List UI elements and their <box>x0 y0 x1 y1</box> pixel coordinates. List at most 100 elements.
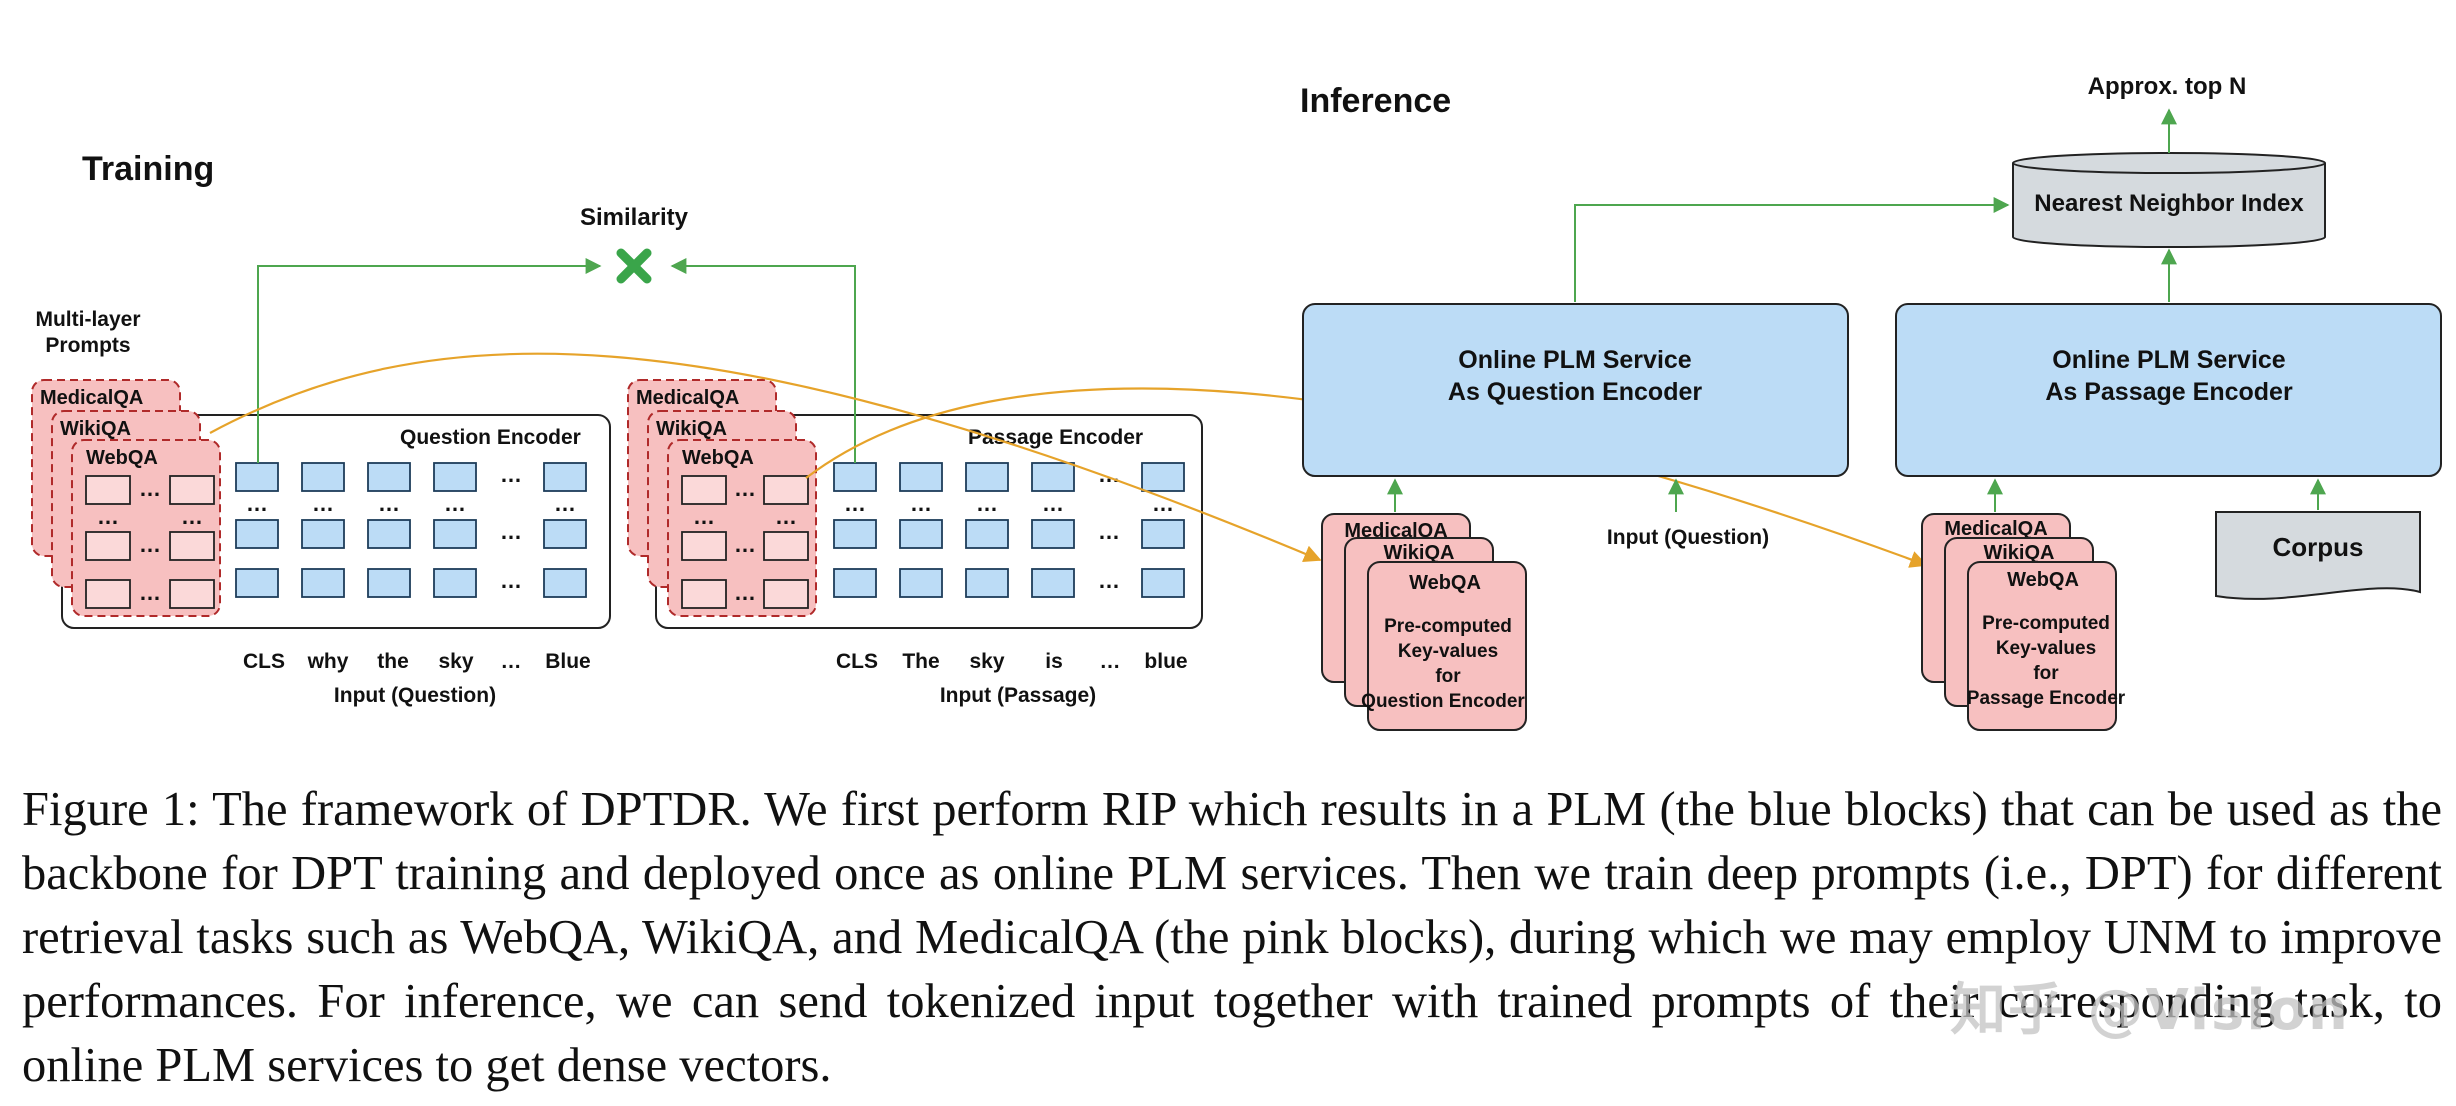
plm-cell <box>235 519 279 549</box>
prompt-cell <box>85 475 131 505</box>
plm-cell <box>1031 462 1075 492</box>
plm-cell <box>235 462 279 492</box>
prompt-label-wikiqa: WikiQA <box>656 418 727 440</box>
input-question-label: Input (Question) <box>1607 526 1769 549</box>
plm-cell <box>965 519 1009 549</box>
figure-caption: Figure 1: The framework of DPTDR. We fir… <box>22 783 2442 1092</box>
plm-cell <box>301 519 345 549</box>
ellipsis-mark: … <box>500 462 522 487</box>
plm-cell <box>965 462 1009 492</box>
passage-token: sky <box>969 650 1004 673</box>
similarity-cross-icon <box>616 248 652 284</box>
ellipsis-mark: … <box>976 491 998 516</box>
passage-token: blue <box>1144 650 1187 673</box>
prompt-label-wikiqa: WikiQA <box>60 418 131 440</box>
prompt-cell <box>763 579 809 609</box>
ellipsis-mark: … <box>1042 491 1064 516</box>
plm-cell <box>1031 568 1075 598</box>
plm-cell <box>301 462 345 492</box>
ellipsis-mark: … <box>1098 519 1120 544</box>
question-service-line-2: As Question Encoder <box>1448 378 1702 406</box>
ellipsis-mark: … <box>500 519 522 544</box>
prompt-cell <box>763 531 809 561</box>
plm-cell <box>543 462 587 492</box>
prompt-label-medicalqa: MedicalQA <box>1944 518 2047 540</box>
prompt-cell <box>169 579 215 609</box>
ellipsis-mark: … <box>139 580 161 605</box>
passage-token: … <box>1100 650 1121 673</box>
ellipsis-mark: … <box>734 476 756 501</box>
plm-cell <box>433 568 477 598</box>
precomputed-line: Passage Encoder <box>1967 688 2126 709</box>
prompt-cell <box>681 579 727 609</box>
ellipsis-mark: … <box>246 491 268 516</box>
ellipsis-mark: … <box>139 532 161 557</box>
passage-to-similarity-arrow <box>670 258 856 463</box>
ellipsis-mark: … <box>734 532 756 557</box>
training-title: Training <box>82 150 214 188</box>
ellipsis-mark: … <box>1098 462 1120 487</box>
ellipsis-mark: … <box>693 504 715 529</box>
multi-layer-prompts-label-2: Prompts <box>45 334 130 357</box>
prompt-label-webqa: WebQA <box>2007 569 2079 591</box>
passage-prompt-stack: MedicalQA WikiQA WebQA … … … … … <box>627 379 817 617</box>
prompt-label-webqa: WebQA <box>86 447 158 469</box>
ellipsis-mark: … <box>1152 491 1174 516</box>
nn-index-label: Nearest Neighbor Index <box>2034 190 2304 217</box>
plm-cell <box>965 568 1009 598</box>
prompt-card-webqa <box>1967 561 2117 731</box>
similarity-label: Similarity <box>580 204 689 231</box>
plm-cell <box>543 519 587 549</box>
prompt-label-wikiqa: WikiQA <box>1384 542 1455 564</box>
question-service-to-index-arrow <box>1574 197 2010 302</box>
plm-cell <box>235 568 279 598</box>
ellipsis-mark: … <box>734 580 756 605</box>
plm-cell <box>833 519 877 549</box>
question-precomputed-stack: MedicalQA WikiQA WebQA Pre-computed Key-… <box>1321 478 1527 731</box>
question-token: Blue <box>545 650 591 673</box>
ellipsis-mark: … <box>554 491 576 516</box>
prompt-label-medicalqa: MedicalQA <box>1344 520 1447 542</box>
ellipsis-mark: … <box>312 491 334 516</box>
question-encoder-label: Question Encoder <box>400 426 581 449</box>
plm-cell <box>1141 519 1185 549</box>
passage-prompt-transfer-curve <box>805 387 1928 568</box>
question-prompt-stack: MedicalQA WikiQA WebQA … … … … … <box>31 379 221 617</box>
plm-cell <box>433 519 477 549</box>
passage-token: CLS <box>836 650 878 673</box>
question-encoder-service <box>1302 303 1849 477</box>
plm-cell <box>433 462 477 492</box>
multi-layer-prompts-label-1: Multi-layer <box>35 308 140 331</box>
ellipsis-mark: … <box>139 476 161 501</box>
passage-service-line-1: Online PLM Service <box>2052 346 2286 374</box>
dptdr-framework-diagram: Training Multi-layer Prompts Question En… <box>31 73 2442 731</box>
precomputed-line: Key-values <box>1398 641 1498 662</box>
question-token: … <box>501 650 522 673</box>
precomputed-line: for <box>2033 663 2059 684</box>
zhihu-watermark: 知乎 @Vision <box>1950 978 2350 1043</box>
inference-title: Inference <box>1300 82 1451 120</box>
passage-plm-grid <box>833 462 1185 598</box>
plm-cell <box>1031 519 1075 549</box>
passage-encoder-service <box>1895 303 2442 477</box>
passage-token: The <box>902 650 939 673</box>
corpus-document-icon <box>2215 511 2421 600</box>
plm-cell <box>1141 462 1185 492</box>
prompt-label-medicalqa: MedicalQA <box>636 387 739 409</box>
question-token: CLS <box>243 650 285 673</box>
prompt-cell <box>169 531 215 561</box>
prompt-label-wikiqa: WikiQA <box>1984 542 2055 564</box>
precomputed-line: for <box>1435 666 1461 687</box>
plm-cell <box>833 568 877 598</box>
ellipsis-mark: … <box>910 491 932 516</box>
question-service-line-1: Online PLM Service <box>1458 346 1692 374</box>
plm-cell <box>367 462 411 492</box>
precomputed-line: Pre-computed <box>1384 616 1512 637</box>
precomputed-line: Key-values <box>1996 638 2096 659</box>
question-token: sky <box>438 650 473 673</box>
prompt-cell <box>681 531 727 561</box>
top-n-label: Approx. top N <box>2088 73 2247 100</box>
question-plm-grid <box>235 462 587 598</box>
plm-cell <box>899 462 943 492</box>
ellipsis-mark: … <box>844 491 866 516</box>
